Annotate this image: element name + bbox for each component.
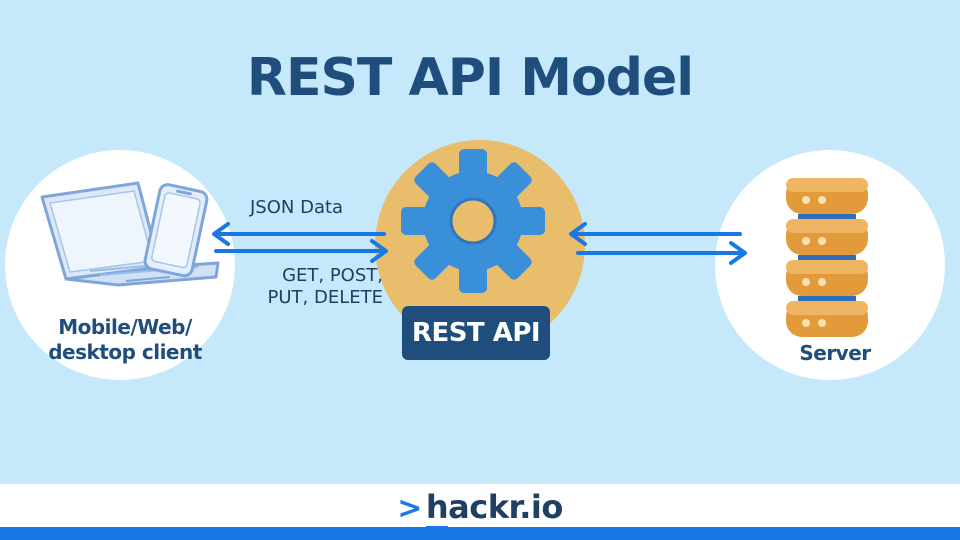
client-label-line2: desktop client <box>48 340 202 364</box>
server-stack-icon <box>786 178 868 337</box>
diagram-title: REST API Model <box>246 48 694 108</box>
response-label: JSON Data <box>250 197 344 218</box>
client-label-line1: Mobile/Web/ <box>58 315 192 339</box>
laptop-phone-icon <box>40 181 220 287</box>
brand-name: ackr.io <box>448 488 563 526</box>
client-label: Mobile/Web/ desktop client <box>20 315 230 365</box>
brand-h: h <box>425 488 449 529</box>
request-label: GET, POST, PUT, DELETE <box>233 265 383 309</box>
api-badge: REST API <box>402 306 550 360</box>
brand-chevron: > <box>397 491 422 526</box>
footer <box>0 484 960 527</box>
server-label: Server <box>799 341 871 365</box>
request-label-line1: GET, POST, <box>282 265 383 286</box>
connection-arrows <box>212 222 747 265</box>
brand-logo: >hackr.io <box>0 488 960 529</box>
request-label-line2: PUT, DELETE <box>267 287 383 308</box>
diagram-canvas: REST API Model Mobile/Web/ desktop clien… <box>5 48 945 380</box>
gear-icon <box>401 149 545 293</box>
footer-accent-bar <box>0 527 960 540</box>
